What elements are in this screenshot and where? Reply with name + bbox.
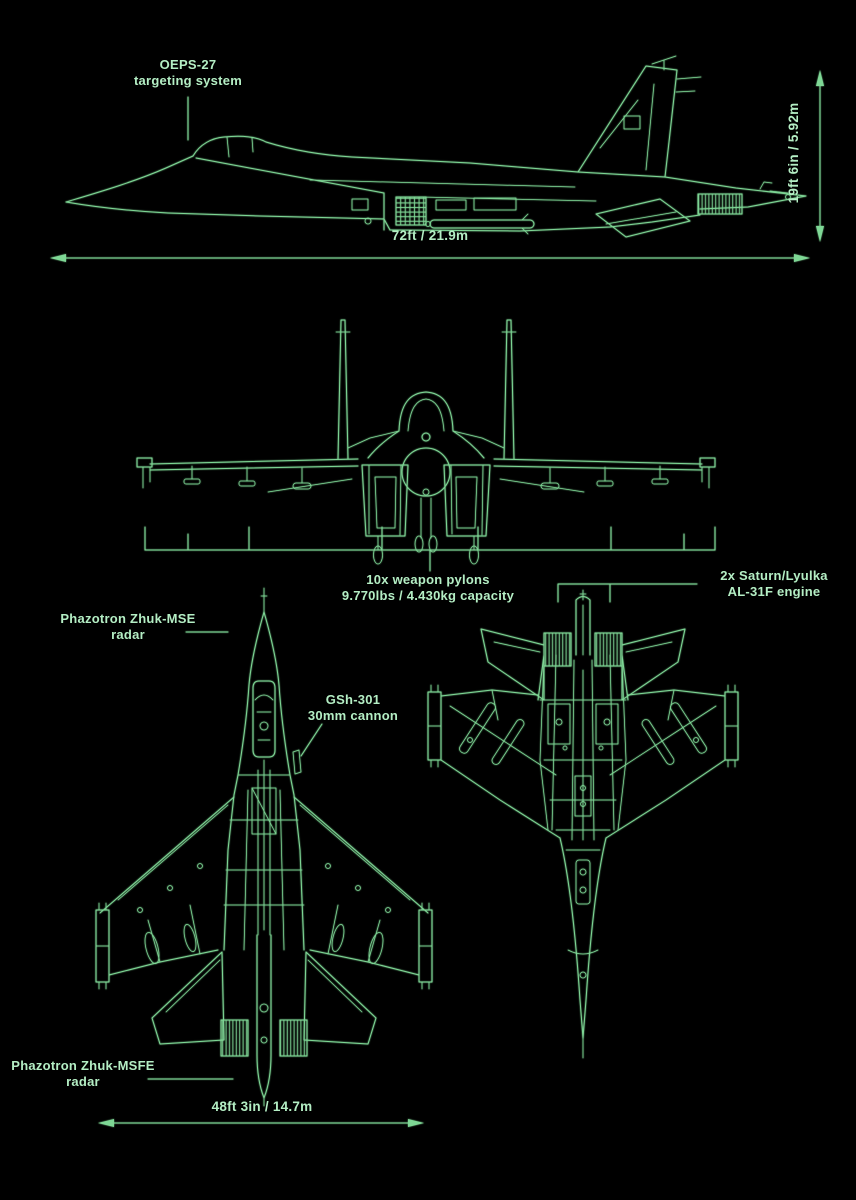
engines-line1: 2x Saturn/Lyulka: [720, 568, 828, 583]
top-view-drawing: [95, 587, 433, 1107]
bottom-view-drawing: [427, 589, 739, 1059]
radar-front-line2: radar: [111, 626, 145, 642]
front-view-drawing: [136, 319, 716, 572]
front-view-scale-ruler: [144, 526, 716, 572]
radar-rear-line1: Phazotron Zhuk-MSFE: [11, 1058, 155, 1073]
weapon-pylons-label: 10x weapon pylons 9.770lbs / 4.430kg cap…: [342, 572, 514, 604]
height-dimension-arrow: [816, 70, 824, 242]
radar-rear-line2: radar: [66, 1073, 100, 1089]
annotation-leader-lines: [147, 96, 698, 1080]
cannon-line1: GSh-301: [325, 692, 381, 707]
engines-label: 2x Saturn/Lyulka AL-31F engine: [720, 568, 828, 600]
length-dimension-arrow: [50, 254, 810, 262]
weapon-pylons-line1: 10x weapon pylons: [366, 572, 490, 587]
height-dimension-label: 19ft 6in / 5.92m: [785, 102, 801, 204]
cannon-line2: 30mm cannon: [307, 707, 399, 723]
wingspan-dimension-label: 48ft 3in / 14.7m: [211, 1099, 313, 1114]
radar-rear-label: Phazotron Zhuk-MSFE radar: [11, 1058, 154, 1090]
radar-front-label: Phazotron Zhuk-MSE radar: [60, 611, 195, 643]
side-view-drawing: [65, 55, 807, 238]
weapon-pylons-line2: 9.770lbs / 4.430kg capacity: [341, 587, 515, 603]
wingspan-dimension-arrow: [98, 1119, 424, 1127]
targeting-system-line1: OEPS-27: [159, 57, 217, 72]
cannon-label: GSh-301 30mm cannon: [308, 692, 398, 724]
targeting-system-label: OEPS-27 targeting system: [134, 57, 242, 89]
length-dimension-label: 72ft / 21.9m: [391, 228, 469, 243]
radar-front-line1: Phazotron Zhuk-MSE: [60, 611, 196, 626]
engines-line2: AL-31F engine: [727, 583, 821, 599]
targeting-system-line2: targeting system: [133, 72, 243, 88]
